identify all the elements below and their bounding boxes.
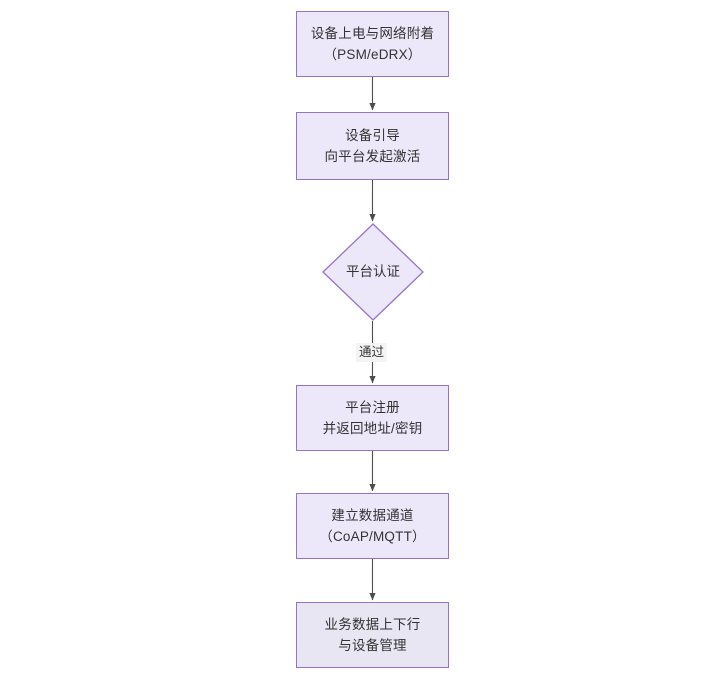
node-establish-data-channel[interactable]: 建立数据通道 （CoAP/MQTT） (296, 493, 449, 559)
node-label: 平台注册 并返回地址/密钥 (322, 400, 423, 436)
node-label: 设备上电与网络附着 （PSM/eDRX） (310, 26, 435, 62)
node-label: 设备引导 向平台发起激活 (324, 128, 421, 164)
node-label: 平台认证 (346, 264, 400, 279)
node-label: 业务数据上下行 与设备管理 (324, 617, 421, 653)
diamond-shape (322, 223, 424, 321)
node-platform-registration[interactable]: 平台注册 并返回地址/密钥 (296, 385, 449, 451)
node-device-bootstrap[interactable]: 设备引导 向平台发起激活 (296, 112, 449, 180)
node-platform-authentication[interactable]: 平台认证 (322, 223, 424, 321)
edge-label-text: 通过 (359, 345, 385, 359)
node-device-power-on[interactable]: 设备上电与网络附着 （PSM/eDRX） (296, 11, 449, 77)
node-business-data-and-management[interactable]: 业务数据上下行 与设备管理 (296, 602, 449, 668)
node-label: 建立数据通道 （CoAP/MQTT） (319, 508, 426, 544)
edge-label-pass: 通过 (356, 343, 388, 362)
